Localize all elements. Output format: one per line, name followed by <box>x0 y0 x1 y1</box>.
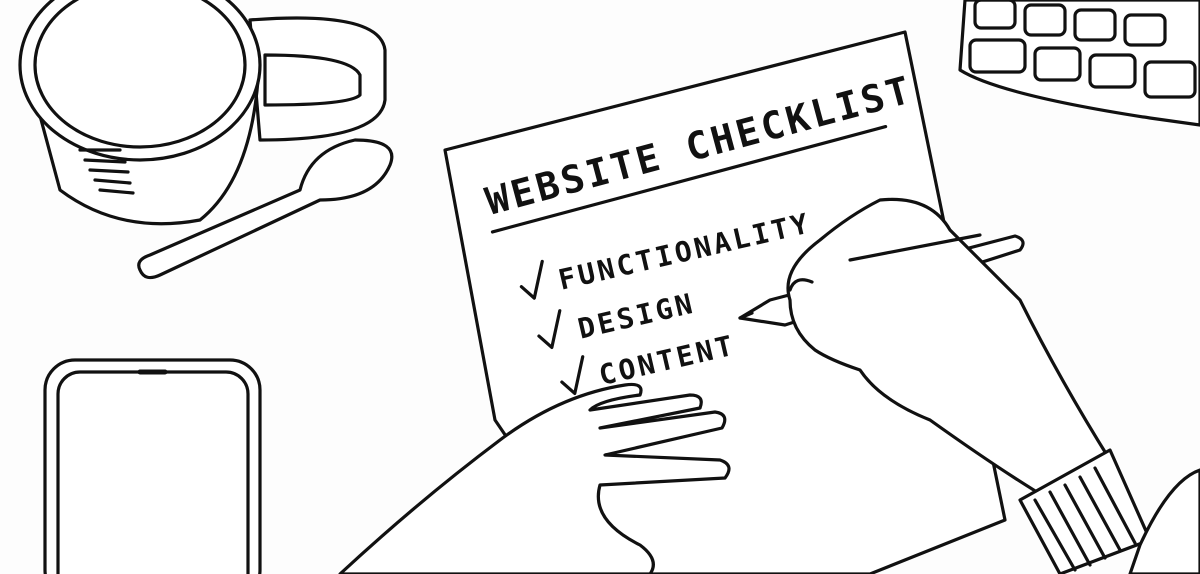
checkmark-icon <box>519 259 544 300</box>
checkmark-icon <box>537 309 562 350</box>
keyboard-icon <box>958 0 1200 127</box>
left-hand-icon <box>338 382 731 574</box>
smartphone-icon <box>43 358 262 574</box>
right-hand-icon <box>786 197 1200 574</box>
spoon-icon <box>137 138 394 280</box>
coffee-mug-icon <box>18 0 387 226</box>
checkmark-icon <box>560 355 585 396</box>
